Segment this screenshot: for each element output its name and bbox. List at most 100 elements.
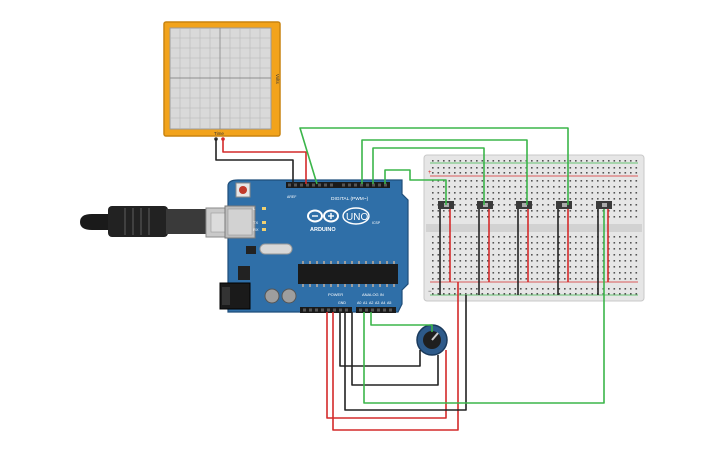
- breadboard-hole: [553, 248, 555, 250]
- breadboard-hole: [437, 198, 440, 200]
- breadboard-hole: [481, 254, 484, 256]
- breadboard-hole: [569, 198, 572, 200]
- breadboard-hole: [569, 172, 572, 174]
- breadboard-hole: [553, 272, 555, 274]
- breadboard-hole: [575, 204, 577, 206]
- breadboard-hole: [564, 254, 566, 256]
- breadboard-hole: [531, 167, 533, 169]
- breadboard-hole: [498, 278, 500, 280]
- breadboard-hole: [619, 293, 621, 295]
- breadboard-hole: [525, 293, 528, 295]
- breadboard-hole: [531, 172, 533, 174]
- breadboard-hole: [591, 160, 594, 162]
- breadboard-hole: [580, 192, 583, 194]
- breadboard-hole: [547, 180, 550, 182]
- breadboard-hole: [437, 236, 440, 238]
- breadboard-hole: [498, 204, 500, 206]
- breadboard-hole: [459, 293, 462, 295]
- breadboard-hole: [465, 204, 467, 206]
- breadboard-hole: [591, 236, 594, 238]
- breadboard-hole: [492, 254, 495, 256]
- breadboard-hole: [630, 210, 632, 212]
- breadboard-hole: [503, 160, 506, 162]
- arduino-uno-board[interactable]: DIGITAL (PWM~) AREF L TX RX ARDUINO UNO …: [219, 179, 409, 313]
- breadboard-hole: [569, 160, 572, 162]
- breadboard-hole: [542, 216, 544, 218]
- switch-2[interactable]: [477, 201, 493, 209]
- breadboard-hole: [498, 216, 500, 218]
- breadboard-hole: [503, 186, 506, 188]
- breadboard-hole: [630, 160, 632, 162]
- breadboard-hole: [443, 186, 445, 188]
- breadboard-hole: [487, 278, 489, 280]
- breadboard-hole: [564, 180, 566, 182]
- breadboard-hole: [454, 180, 456, 182]
- breadboard-hole: [630, 167, 632, 169]
- breadboard-hole: [564, 293, 566, 295]
- breadboard-hole: [575, 210, 577, 212]
- oscilloscope[interactable]: Time Volts: [163, 21, 281, 141]
- digital-header[interactable]: [286, 182, 390, 188]
- uno-model-text: UNO: [346, 212, 368, 223]
- breadboard-hole: [536, 278, 539, 280]
- analog-header[interactable]: [356, 307, 396, 313]
- breadboard-hole: [580, 248, 583, 250]
- breadboard-hole: [459, 167, 462, 169]
- breadboard-hole: [624, 242, 627, 244]
- switch-5[interactable]: [596, 201, 612, 209]
- breadboard-hole: [558, 254, 561, 256]
- breadboard[interactable]: + −: [423, 154, 645, 302]
- breadboard-hole: [575, 167, 577, 169]
- wire-red-5v-rail: [332, 282, 459, 431]
- breadboard-hole: [498, 167, 500, 169]
- breadboard-hole: [635, 236, 638, 238]
- breadboard-hole: [514, 293, 517, 295]
- breadboard-hole: [619, 167, 621, 169]
- breadboard-hole: [624, 198, 627, 200]
- breadboard-hole: [481, 278, 484, 280]
- breadboard-hole: [432, 260, 434, 262]
- breadboard-hole: [630, 266, 632, 268]
- breadboard-hole: [586, 192, 588, 194]
- breadboard-hole: [575, 186, 577, 188]
- switch-4[interactable]: [556, 201, 572, 209]
- breadboard-hole: [437, 272, 440, 274]
- breadboard-hole: [586, 167, 588, 169]
- wire-black-pot-2: [351, 312, 439, 386]
- breadboard-hole: [465, 167, 467, 169]
- breadboard-hole: [624, 236, 627, 238]
- breadboard-hole: [558, 278, 561, 280]
- breadboard-hole: [542, 266, 544, 268]
- breadboard-hole: [487, 272, 489, 274]
- breadboard-hole: [635, 242, 638, 244]
- breadboard-hole: [432, 266, 434, 268]
- breadboard-hole: [432, 192, 434, 194]
- breadboard-hole: [487, 186, 489, 188]
- breadboard-hole: [635, 167, 638, 169]
- breadboard-hole: [448, 172, 451, 174]
- breadboard-hole: [470, 216, 473, 218]
- switch-3[interactable]: [516, 201, 532, 209]
- reset-button-cap[interactable]: [239, 186, 247, 194]
- wire-black-pot: [339, 312, 421, 367]
- power-header[interactable]: [300, 307, 352, 313]
- breadboard-hole: [503, 242, 506, 244]
- pin-gnd-label: GND: [338, 301, 346, 305]
- breadboard-hole: [630, 216, 632, 218]
- wire-d-green-1: [299, 127, 569, 205]
- breadboard-hole: [575, 272, 577, 274]
- breadboard-hole: [602, 198, 605, 200]
- breadboard-hole: [503, 248, 506, 250]
- tx-label: TX: [253, 220, 258, 225]
- breadboard-hole: [547, 248, 550, 250]
- breadboard-hole: [443, 293, 445, 295]
- breadboard-hole: [503, 260, 506, 262]
- breadboard-hole: [514, 260, 517, 262]
- breadboard-hole: [454, 210, 456, 212]
- rail-plus-label: +: [428, 170, 432, 176]
- breadboard-hole: [509, 272, 511, 274]
- wires[interactable]: [215, 127, 609, 431]
- breadboard-hole: [459, 180, 462, 182]
- breadboard-hole: [558, 192, 561, 194]
